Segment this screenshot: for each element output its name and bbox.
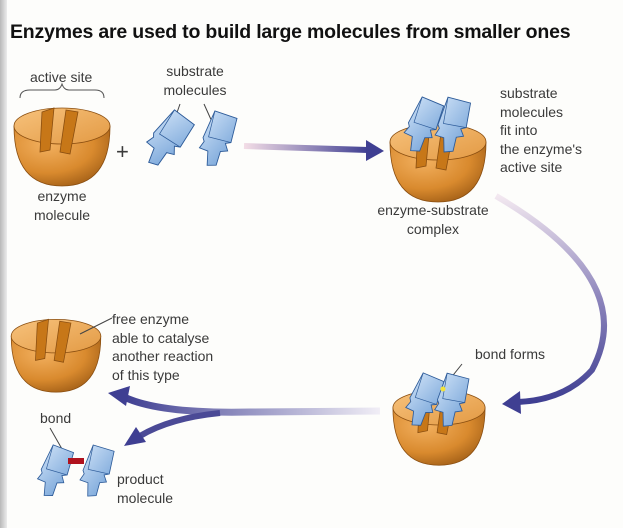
- label-line: molecules: [500, 103, 564, 120]
- window-edge: [0, 0, 7, 528]
- label-line: fit into: [500, 122, 538, 138]
- label-line: substrate: [166, 63, 224, 79]
- label-line: complex: [406, 220, 460, 237]
- label-free-enzyme: free enzyme able to catalyse another rea…: [112, 310, 213, 384]
- arrow-to-bond: [494, 193, 607, 405]
- label-product-molecule: product molecule: [117, 470, 173, 507]
- arrow-head-4: [124, 427, 146, 446]
- substrate-molecule-2: [196, 108, 239, 170]
- label-line: of this type: [112, 366, 180, 383]
- label-line: product: [117, 471, 164, 487]
- label-bond: bond: [40, 410, 72, 426]
- pointer-line: [79, 317, 113, 335]
- label-complex: enzyme-substrate complex: [368, 201, 498, 238]
- product-substrate-2: [77, 443, 116, 500]
- arrow-to-product: [138, 410, 221, 439]
- product-substrate-1: [33, 442, 75, 501]
- substrate-molecule-1: [138, 104, 197, 174]
- arrow-to-complex: [243, 143, 369, 153]
- label-line: enzyme: [37, 188, 87, 204]
- label-line: molecules: [163, 81, 227, 98]
- label-active-site: active site: [30, 69, 93, 85]
- bond-spark: [440, 386, 446, 392]
- enzyme-molecule-shape: [13, 107, 111, 187]
- arrow-to-release: [122, 393, 381, 416]
- label-line: substrate: [500, 85, 558, 101]
- plus-sign: +: [116, 139, 129, 164]
- arrow-head-2: [502, 391, 521, 414]
- label-line: free enzyme: [112, 311, 190, 327]
- diagram-title: Enzymes are used to build large molecule…: [10, 21, 571, 43]
- label-line: enzyme-substrate: [377, 202, 489, 218]
- label-line: active site: [500, 159, 563, 175]
- label-enzyme-molecule: enzyme molecule: [27, 187, 97, 224]
- arrow-head-3: [108, 386, 130, 406]
- label-line: able to catalyse: [112, 329, 210, 346]
- label-line: molecule: [33, 206, 91, 223]
- active-site-bracket: [19, 82, 105, 99]
- label-fit-into: substrate molecules fit into the enzyme'…: [500, 84, 582, 177]
- label-line: the enzyme's: [500, 140, 583, 157]
- label-bond-forms: bond forms: [475, 346, 546, 362]
- label-line: another reaction: [112, 348, 214, 364]
- label-line: molecule: [117, 489, 174, 506]
- label-substrate-molecules: substrate molecules: [160, 62, 230, 99]
- product-bond: [68, 458, 84, 464]
- arrow-head-1: [366, 140, 384, 161]
